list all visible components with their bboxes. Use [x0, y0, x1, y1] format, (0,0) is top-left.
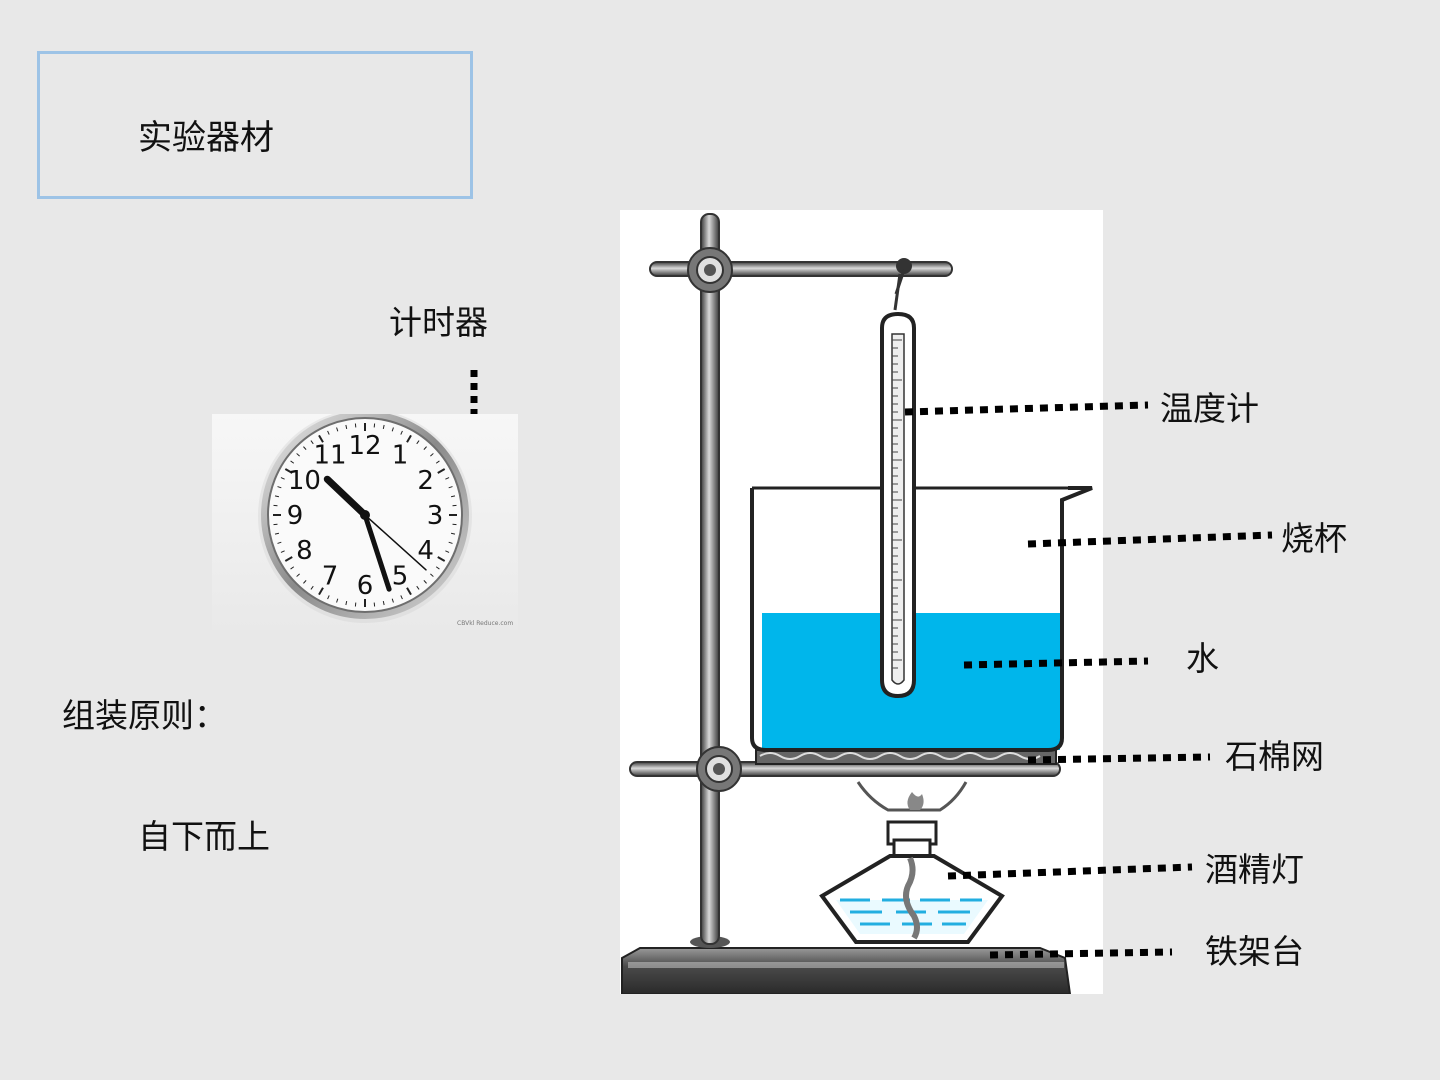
thermometer: [880, 311, 916, 699]
lamp-label: 酒精灯: [1205, 850, 1304, 889]
clock-number: 12: [348, 431, 381, 461]
clock-number: 11: [313, 440, 346, 470]
stand-rod: [700, 213, 720, 945]
stand-label: 铁架台: [1205, 932, 1304, 971]
beaker: [750, 486, 1093, 752]
asbestos-gauze: [755, 749, 1057, 765]
ring-clamp: [629, 746, 1061, 792]
clock-ticks: [273, 423, 457, 607]
alcohol-lamp: [819, 781, 1005, 944]
clock-minute-hand: [362, 512, 392, 592]
top-clamp: [649, 247, 953, 311]
gauze-label: 石棉网: [1225, 737, 1324, 776]
clock-number: 5: [392, 562, 409, 592]
clock-number: 7: [322, 562, 339, 592]
title-box: 实验器材: [37, 51, 473, 199]
slide-title: 实验器材: [138, 118, 274, 158]
assembly-principle-label: 组装原则：: [62, 696, 227, 735]
clock-hour-hand: [323, 475, 369, 519]
assembly-principle-value: 自下而上: [138, 817, 270, 856]
clock-number: 4: [417, 536, 434, 566]
apparatus-diagram: [620, 210, 1103, 994]
clock-number: 10: [288, 466, 321, 496]
beaker-label: 烧杯: [1281, 519, 1347, 558]
clock-second-hand: [364, 514, 427, 571]
clock-number: 6: [357, 571, 374, 601]
timer-label: 计时器: [389, 303, 488, 342]
clock-number: 8: [296, 536, 313, 566]
clock-number: 1: [392, 440, 409, 470]
clock-number: 9: [287, 501, 304, 531]
clock-number: 2: [417, 466, 434, 496]
thermometer-label: 温度计: [1160, 389, 1259, 428]
water-label: 水: [1186, 639, 1219, 678]
clock-watermark: CBVkl Reduce.com: [457, 620, 513, 627]
stand-base: [621, 936, 1072, 994]
clock-number: 3: [427, 501, 444, 531]
